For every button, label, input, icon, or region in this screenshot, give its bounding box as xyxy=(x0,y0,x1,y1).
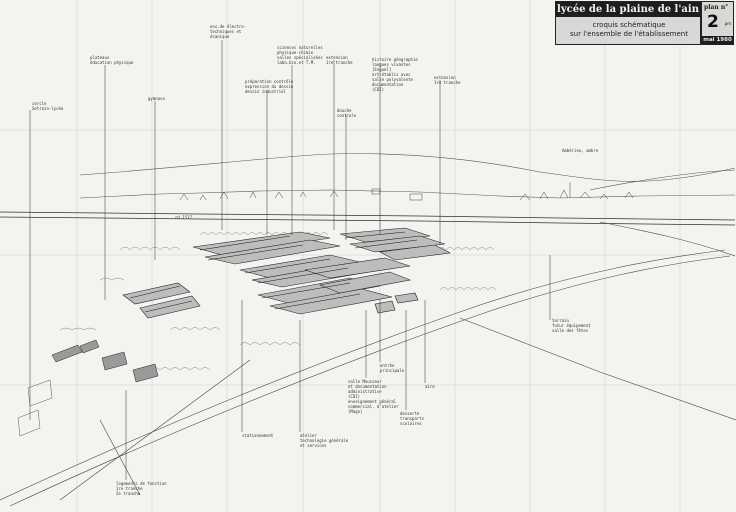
plan-number: 2 xyxy=(707,12,719,32)
plan-label: plan n° xyxy=(704,4,729,11)
leader-lines xyxy=(29,40,551,480)
label-sciences: sciences naturelles physique-chimie sall… xyxy=(277,45,323,65)
label-histoire: histoire géographie langues vivantes [En… xyxy=(372,57,418,92)
label-stationnement: stationnement xyxy=(242,433,274,438)
title-block: lycée de la plaine de l'ain croquis sché… xyxy=(555,1,701,45)
label-extension-2: extension 1re tranche xyxy=(434,75,461,85)
label-gymnase: gymnase xyxy=(148,96,165,101)
plan-subtitle: croquis schématique sur l'ensemble de l'… xyxy=(560,21,698,39)
road-rd xyxy=(0,211,736,226)
subtitle-line-1: croquis schématique xyxy=(592,21,666,29)
label-terrain: terrain futur équipement salle des fêtes xyxy=(552,318,591,333)
staff-housing xyxy=(51,339,159,383)
subtitle-line-2: sur l'ensemble de l'établissement xyxy=(570,30,688,38)
label-preparation: préparation contrôle expression du dessi… xyxy=(245,79,294,94)
label-electro: ens.de électro- techniques et écanique xyxy=(210,24,247,39)
school-title: lycée de la plaine de l'ain xyxy=(556,2,700,17)
parking-areas xyxy=(17,379,53,437)
roof-hatching xyxy=(129,231,418,313)
label-cercle: cercle Setrain-lycée xyxy=(32,101,64,111)
label-douche: douche centrale xyxy=(337,108,357,118)
village-skyline xyxy=(179,182,634,201)
plan-date: mai 1980 xyxy=(702,36,733,44)
label-aire: aire xyxy=(425,384,435,389)
label-road: rd 1517 xyxy=(175,215,192,220)
label-desserte: desserte transports scolaires xyxy=(400,411,425,426)
horizon-hills xyxy=(79,153,736,199)
access-roads xyxy=(0,221,736,507)
campus-buildings xyxy=(122,227,451,319)
label-logements: logements de fonction 1re tranche 2e tra… xyxy=(116,481,167,496)
label-ateliers: salle Mousseur et documentation administ… xyxy=(348,379,399,414)
label-extension-1: extension 1re tranche xyxy=(326,55,353,65)
label-entree: entrée principale xyxy=(380,363,405,373)
label-platelets: plateaux éducation physique xyxy=(90,55,134,65)
label-ambronay: Ambérieu, ambre xyxy=(562,148,599,153)
plan-number-block: plan n° 2 pm mai 1980 xyxy=(701,1,734,45)
plan-small-note: pm xyxy=(724,21,731,26)
label-atelier-technologie: atelier technologie générale et services xyxy=(300,433,349,448)
